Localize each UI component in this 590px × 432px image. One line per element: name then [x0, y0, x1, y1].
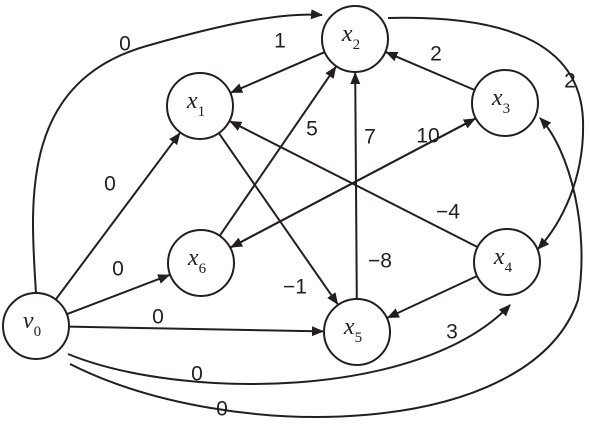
node-label: x3: [491, 85, 510, 117]
node-label: v0: [23, 308, 41, 340]
edge-x2-to-x1: [230, 51, 326, 94]
weight-label-x6-to-x2: 5: [306, 118, 318, 141]
node-v0: v0: [2, 292, 70, 360]
edge-v0-to-x2: [32, 9, 323, 294]
edge-x1-to-x5: [217, 132, 339, 305]
node-label: x6: [187, 245, 207, 277]
node-x4: x4: [473, 228, 541, 296]
node-label-base: x: [491, 85, 503, 111]
node-label-base: x: [493, 244, 505, 270]
node-label: x5: [343, 314, 362, 346]
edge-v0-to-x3: [69, 117, 583, 418]
node-label-base: x: [341, 21, 353, 47]
weight-label-v0-to-x6: 0: [112, 258, 124, 281]
edge-v0-to-x5: [68, 325, 324, 337]
edges-layer: [32, 9, 585, 418]
node-label-base: x: [343, 314, 355, 340]
weight-label-x3-to-x6: −8: [368, 250, 392, 273]
edge-x4-to-x5: [386, 275, 478, 319]
node-circle: [471, 69, 539, 137]
node-label: x1: [186, 88, 205, 120]
node-x2: x2: [321, 5, 389, 73]
node-label-subscript: 0: [34, 324, 42, 340]
node-label-subscript: 4: [505, 260, 513, 276]
node-circle: [166, 72, 234, 140]
node-label-subscript: 2: [353, 37, 361, 53]
node-label-base: x: [186, 88, 198, 114]
node-circle: [323, 298, 391, 366]
node-circle: [2, 292, 70, 360]
weight-label-x2-to-x4: 2: [564, 70, 576, 93]
node-label-subscript: 1: [198, 104, 206, 120]
node-x5: x5: [323, 298, 391, 366]
weight-label-x1-to-x5: −1: [283, 276, 307, 299]
node-label: x4: [493, 244, 513, 276]
weight-label-v0-to-x4: 0: [191, 363, 203, 386]
node-x6: x6: [167, 229, 235, 297]
edge-x6-to-x2: [218, 66, 337, 237]
edge-v0-to-x4: [67, 304, 511, 385]
node-label: x2: [341, 21, 360, 53]
weight-label-v0-to-x3: 0: [216, 398, 228, 421]
edge-x3-to-x2: [385, 51, 475, 91]
node-circle: [473, 228, 541, 296]
edge-x4-to-x1: [229, 120, 479, 248]
node-circle: [167, 229, 235, 297]
node-label-subscript: 3: [503, 101, 511, 117]
weight-label-x2-to-x1: 1: [274, 30, 286, 53]
edge-x2-to-x4: [387, 16, 585, 250]
node-x1: x1: [166, 72, 234, 140]
node-label-base: v: [23, 308, 34, 334]
edge-v0-to-x1: [54, 132, 181, 301]
weight-label-x3-to-x2: 2: [430, 43, 442, 66]
weight-label-v0-to-x1: 0: [104, 173, 116, 196]
node-label-subscript: 6: [199, 261, 207, 277]
node-circle: [321, 5, 389, 73]
weight-label-v0-to-x5: 0: [152, 306, 164, 329]
edge-x3-to-x6: [230, 117, 477, 249]
node-x3: x3: [471, 69, 539, 137]
node-label-base: x: [187, 245, 199, 271]
weight-label-x5-to-x2: 7: [364, 126, 376, 149]
weight-label-x4-to-x5: 3: [446, 321, 458, 344]
weight-label-v0-to-x2: 0: [119, 33, 131, 56]
weight-label-x6-to-x3: 10: [416, 125, 439, 148]
weight-label-x4-to-x1: −4: [436, 201, 460, 224]
edge-v0-to-x6: [66, 274, 171, 316]
node-label-subscript: 5: [355, 330, 363, 346]
